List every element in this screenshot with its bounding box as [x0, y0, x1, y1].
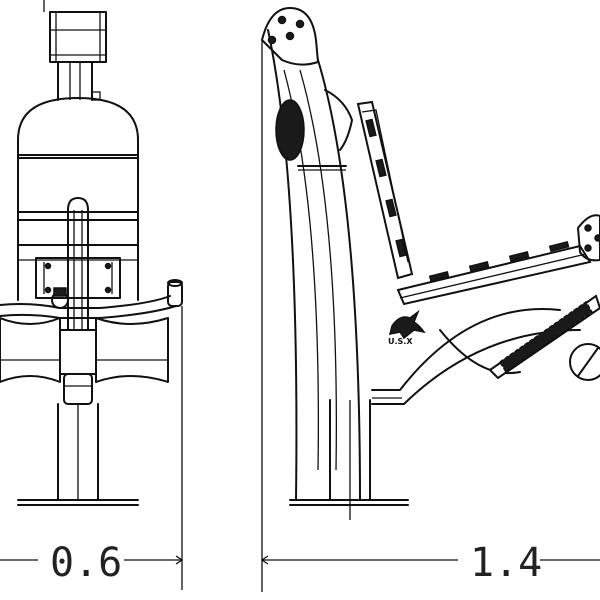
dimension-side: 1.4	[260, 540, 600, 586]
front-upper-mast	[57, 61, 101, 101]
logo-text: U.S.X	[388, 337, 413, 346]
front-leg-pads	[0, 317, 169, 383]
side-seat	[396, 240, 592, 306]
side-top-cam	[297, 89, 353, 171]
front-main-column	[17, 403, 139, 506]
front-dimension-extensions	[43, 0, 183, 590]
front-center-rod	[67, 197, 89, 331]
front-view	[0, 0, 183, 590]
side-knob	[569, 343, 600, 381]
side-length-label: 1.4	[470, 540, 542, 586]
front-arm-bar	[0, 279, 183, 319]
front-lower-hub	[63, 373, 93, 405]
front-headrest	[49, 11, 107, 63]
side-backrest	[356, 100, 414, 280]
front-bracket-plate	[35, 257, 121, 299]
side-lever-spring	[488, 294, 600, 380]
front-width-label: 0.6	[50, 540, 122, 586]
side-base	[289, 399, 409, 520]
side-view: U.S.X	[261, 7, 600, 592]
front-backrest	[17, 97, 139, 301]
side-front-roller	[577, 214, 600, 262]
side-rear-wheel	[275, 99, 305, 161]
logo: U.S.X	[388, 309, 426, 346]
side-main-frame	[261, 7, 361, 501]
dimension-front: 0.6	[0, 540, 184, 586]
